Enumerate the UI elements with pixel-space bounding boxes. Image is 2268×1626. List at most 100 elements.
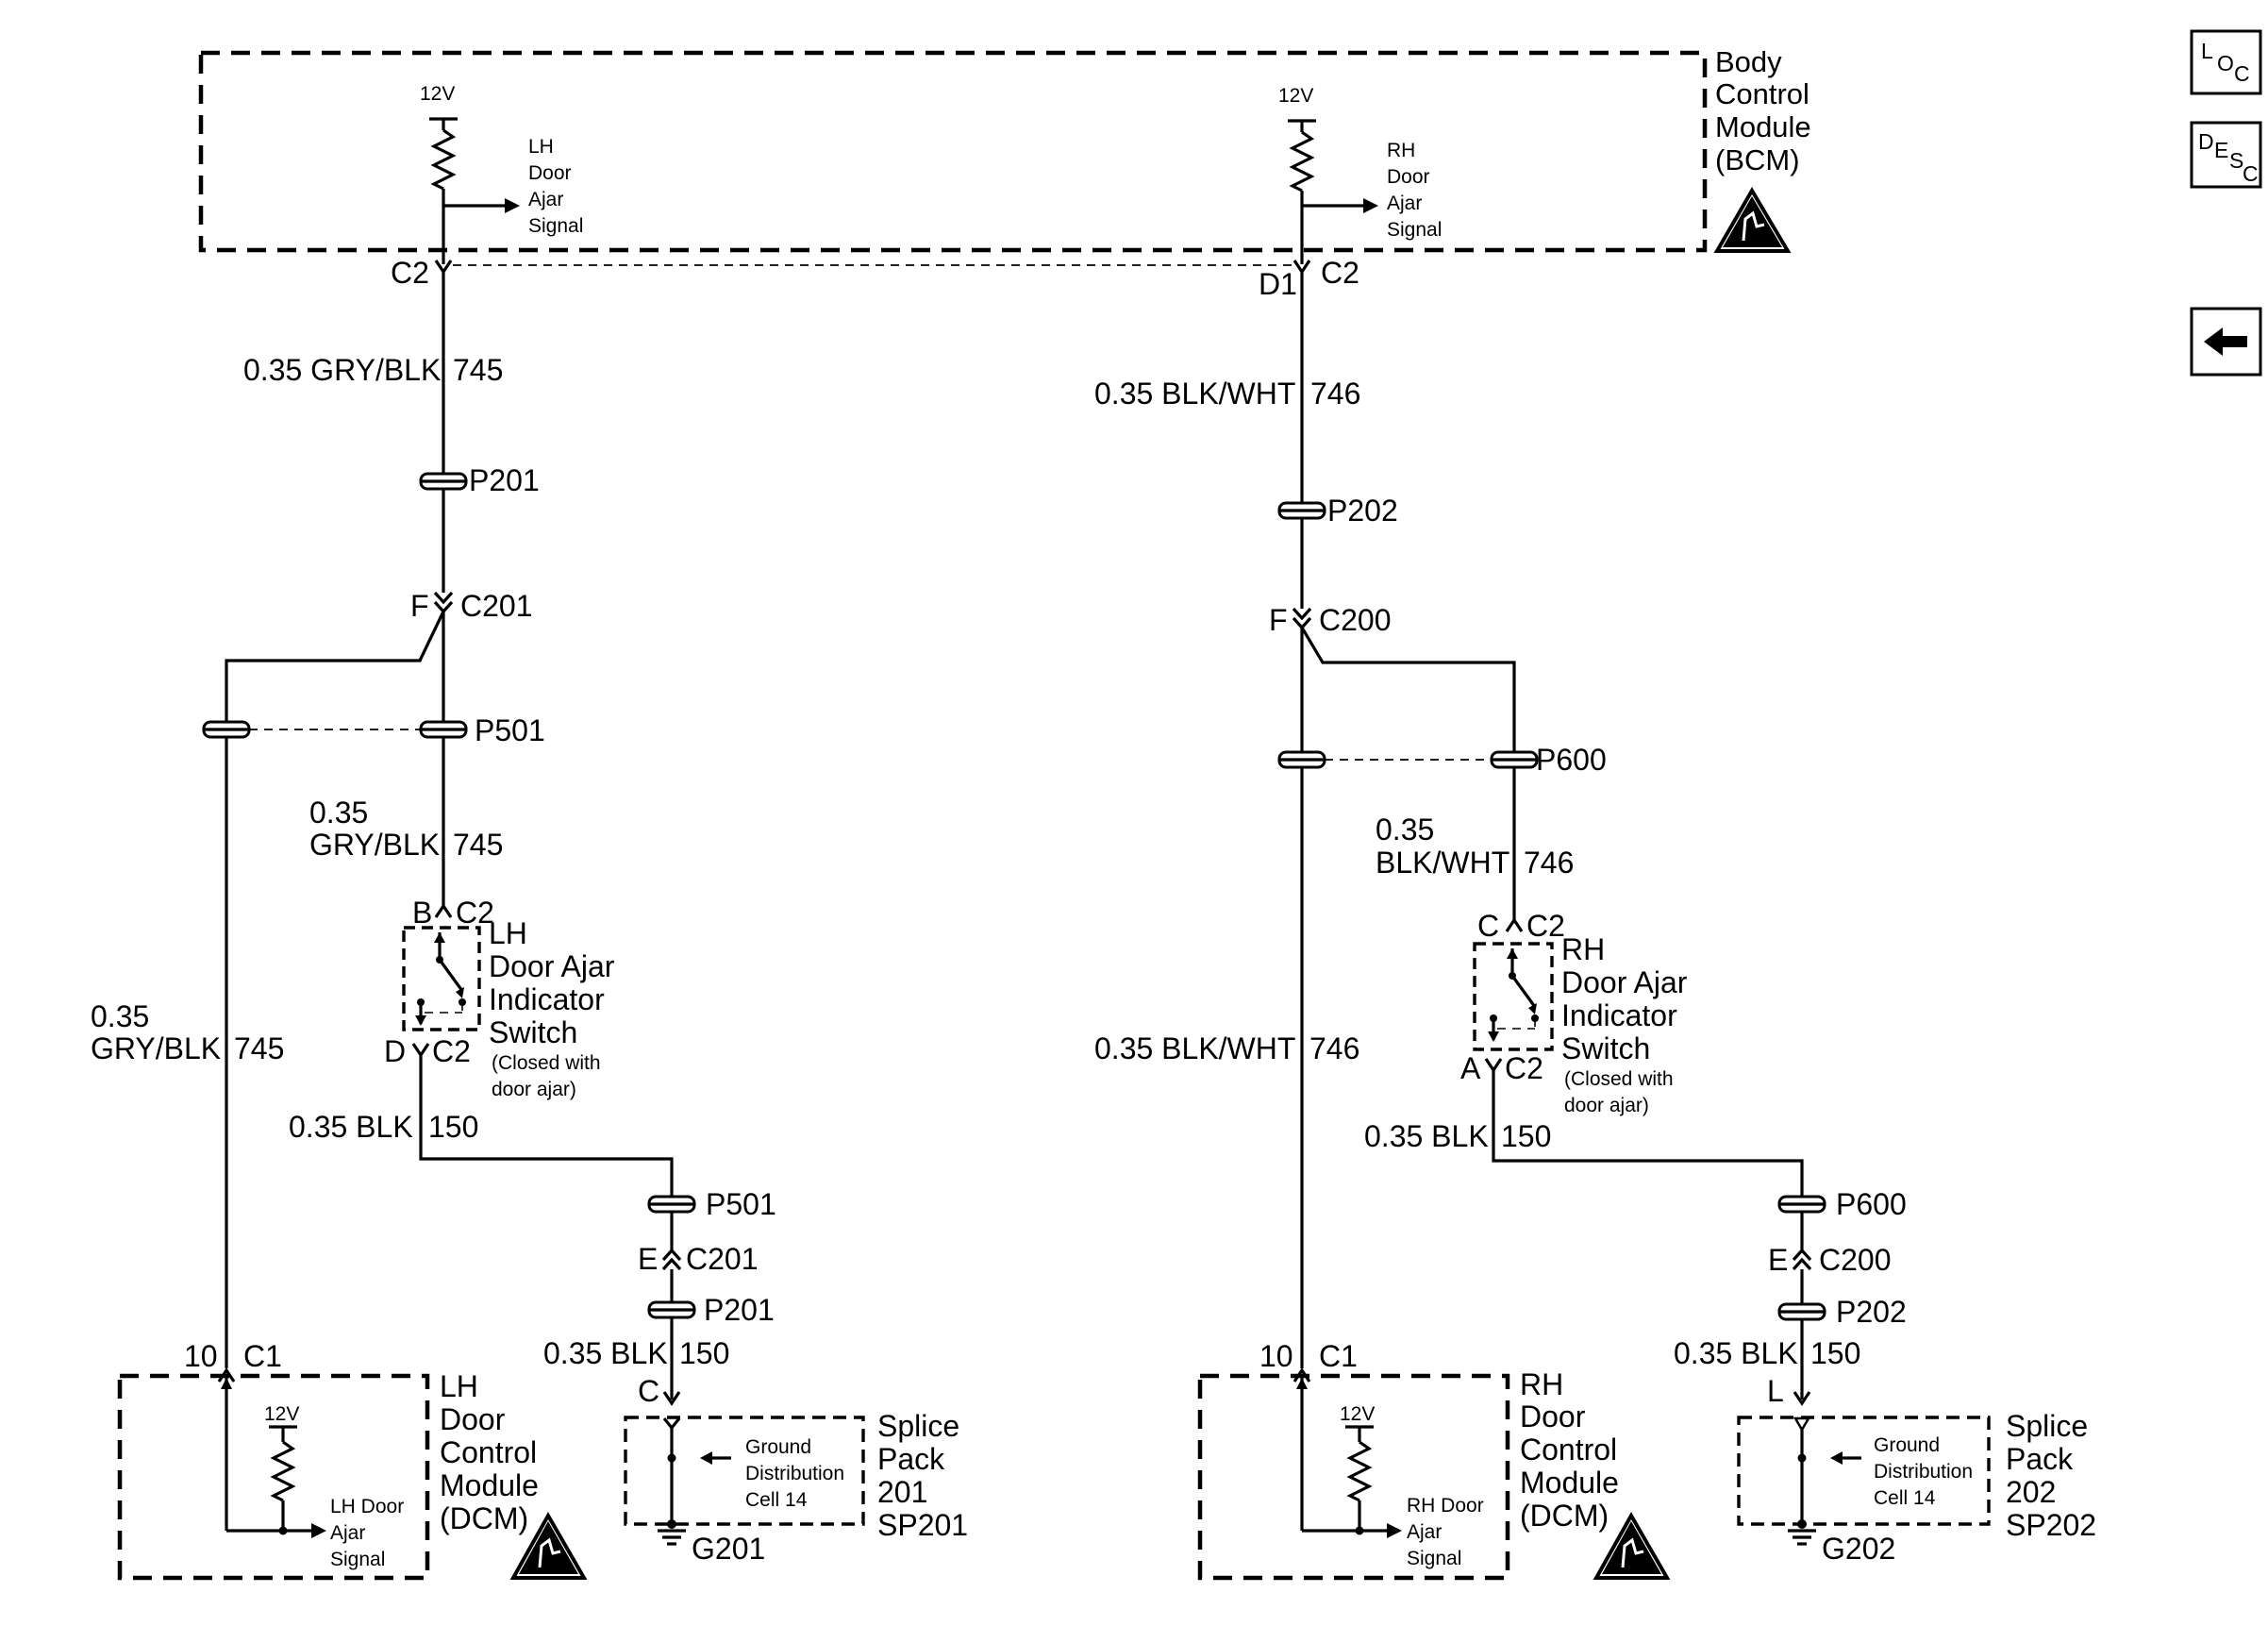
lh-splice-name-3: 201 — [877, 1475, 927, 1509]
lh-c201-bottom-pin: E — [638, 1242, 658, 1276]
rh-p202-bottom: P202 — [1836, 1295, 1907, 1329]
lh-gnd-wire1-circuit: 150 — [428, 1110, 478, 1144]
bcm-rh-signal-4: Signal — [1387, 219, 1442, 241]
rh-ground: G202 — [1822, 1532, 1895, 1566]
lh-dcm-supply: 12V — [264, 1403, 299, 1425]
bcm-rh-c2-pin: D1 C2 — [1259, 256, 1359, 301]
rh-dcm-signal-2: Ajar — [1407, 1521, 1442, 1543]
lh-splice-pack-box — [624, 1416, 865, 1526]
bcm-lh-signal-1: LH — [528, 136, 554, 158]
rh-p600-bottom: P600 — [1836, 1187, 1907, 1221]
left-arrow-icon — [2204, 327, 2247, 356]
rh-wire1-circuit: 746 — [1310, 377, 1360, 411]
lh-dcm-pullup-resistor — [270, 1440, 296, 1502]
rh-gnd-wire2-label: 0.35 BLK — [1674, 1336, 1798, 1370]
bcm-lh-c2-pin: C2 — [391, 256, 453, 290]
rh-sw-out-pin: A — [1460, 1051, 1481, 1085]
bcm-rh-supply: 12V — [1278, 85, 1313, 107]
lh-wire2-color: GRY/BLK — [309, 828, 440, 862]
desc-sub1: E — [2214, 138, 2228, 162]
bcm-lh-input: 12V LH Door Ajar Signal — [420, 83, 583, 264]
lh-c201-pin: F — [410, 589, 429, 623]
rh-circuit: 0.35 BLK/WHT 746 P202 F C200 P600 0.35 B… — [1094, 272, 2096, 1581]
esd-warning-icon — [1713, 187, 1792, 253]
back-button[interactable] — [2190, 307, 2262, 377]
lh-sw-in-pin: B — [412, 896, 432, 930]
bcm-lh-signal-3: Ajar — [528, 189, 563, 210]
bcm-rh-signal-2: Door — [1387, 166, 1430, 188]
lh-pullup-resistor — [430, 128, 457, 191]
lh-splice-name-1: Splice — [877, 1409, 959, 1443]
rh-dcm-conn: C1 — [1319, 1339, 1358, 1373]
lh-switch-name-1: LH — [489, 916, 527, 950]
lh-door-switch-box — [402, 926, 481, 1031]
lh-dcm-name-3: Control — [440, 1435, 537, 1469]
lh-splice-pin: C — [638, 1374, 659, 1408]
rh-wire2-size: 0.35 — [1376, 813, 1434, 847]
lh-splice-name-2: Pack — [877, 1442, 945, 1476]
lh-dcm-name-1: LH — [440, 1369, 478, 1403]
lh-gnd-wire2-circuit: 150 — [679, 1336, 729, 1370]
lh-left-wire-color: GRY/BLK — [91, 1031, 221, 1065]
lh-dcm-box — [117, 1373, 430, 1581]
rh-splice-inner-1: Ground — [1874, 1434, 1940, 1456]
bcm-module: Body Control Module (BCM) — [198, 45, 1811, 253]
lh-p501-top: P501 — [475, 713, 545, 747]
rh-c200-bottom-pin: E — [1768, 1243, 1788, 1277]
bcm-rh-input: 12V RH Door Ajar Signal — [1278, 85, 1442, 264]
lh-dcm-conn: C1 — [243, 1339, 282, 1373]
rh-dcm-supply: 12V — [1340, 1403, 1375, 1425]
bcm-lh-supply: 12V — [420, 83, 455, 105]
desc-button[interactable]: D E S C — [2190, 121, 2262, 189]
lh-dcm-name-4: Module — [440, 1468, 539, 1502]
rh-door-switch — [1488, 948, 1539, 1042]
lh-splice-inner-2: Distribution — [745, 1463, 844, 1484]
rh-dcm-name-2: Door — [1520, 1400, 1586, 1433]
rh-gnd-wire2-circuit: 150 — [1810, 1336, 1860, 1370]
rh-sw-in-conn: C2 — [1526, 909, 1565, 943]
lh-sw-out-pin: D — [384, 1034, 406, 1068]
lh-wire2-size: 0.35 — [309, 796, 368, 830]
loc-button[interactable]: L O C — [2190, 29, 2262, 95]
lh-dcm-signal-2: Ajar — [330, 1522, 365, 1544]
rh-wire1-label: 0.35 BLK/WHT — [1094, 377, 1295, 411]
rh-pullup-resistor — [1289, 130, 1315, 193]
rh-switch-name-4: Switch — [1561, 1031, 1650, 1065]
lh-ground-icon — [658, 1519, 686, 1546]
rh-splice-name-2: Pack — [2006, 1442, 2074, 1476]
rh-p600-top: P600 — [1536, 743, 1607, 777]
rh-splice-pin: L — [1767, 1374, 1784, 1408]
lh-switch-note-1: (Closed with — [492, 1052, 601, 1074]
rh-gnd-wire1-label: 0.35 BLK — [1364, 1119, 1489, 1153]
loc-sub2: C — [2234, 61, 2250, 86]
lh-circuit: 0.35 GRY/BLK 745 P201 F C201 P501 0.35 G… — [91, 272, 968, 1581]
loc-main: L — [2201, 39, 2213, 63]
bcm-name-3: Module — [1715, 110, 1811, 143]
lh-sw-in-conn: C2 — [456, 896, 494, 930]
rh-dcm-name-5: (DCM) — [1520, 1499, 1609, 1533]
bcm-lh-signal-2: Door — [528, 162, 572, 184]
rh-dcm-signal-1: RH Door — [1407, 1495, 1484, 1517]
lh-ground: G201 — [692, 1532, 765, 1566]
lh-left-wire-size: 0.35 — [91, 999, 149, 1033]
lh-p201-bottom: P201 — [704, 1293, 775, 1327]
rh-dcm-signal-3: Signal — [1407, 1548, 1461, 1569]
desc-sub2: S — [2229, 148, 2243, 173]
lh-dcm-signal-3: Signal — [330, 1549, 385, 1570]
rh-splice-name-4: SP202 — [2006, 1508, 2096, 1542]
lh-switch-note-2: door ajar) — [492, 1079, 576, 1100]
rh-c200-pin: F — [1269, 603, 1288, 637]
lh-dcm-name-5: (DCM) — [440, 1501, 528, 1535]
lh-dcm-pin: 10 — [184, 1339, 218, 1373]
rh-switch-note-2: door ajar) — [1564, 1095, 1649, 1116]
lh-wire1-label: 0.35 GRY/BLK — [243, 353, 441, 387]
rh-switch-name-3: Indicator — [1561, 998, 1677, 1032]
lh-c201-bottom-name: C201 — [686, 1242, 759, 1276]
rh-c200-name: C200 — [1319, 603, 1392, 637]
rh-p202-top: P202 — [1327, 494, 1398, 528]
bcm-box — [198, 50, 1708, 253]
bcm-lh-signal-4: Signal — [528, 215, 583, 237]
desc-sub3: C — [2243, 161, 2259, 186]
rh-ground-icon — [1788, 1519, 1816, 1546]
